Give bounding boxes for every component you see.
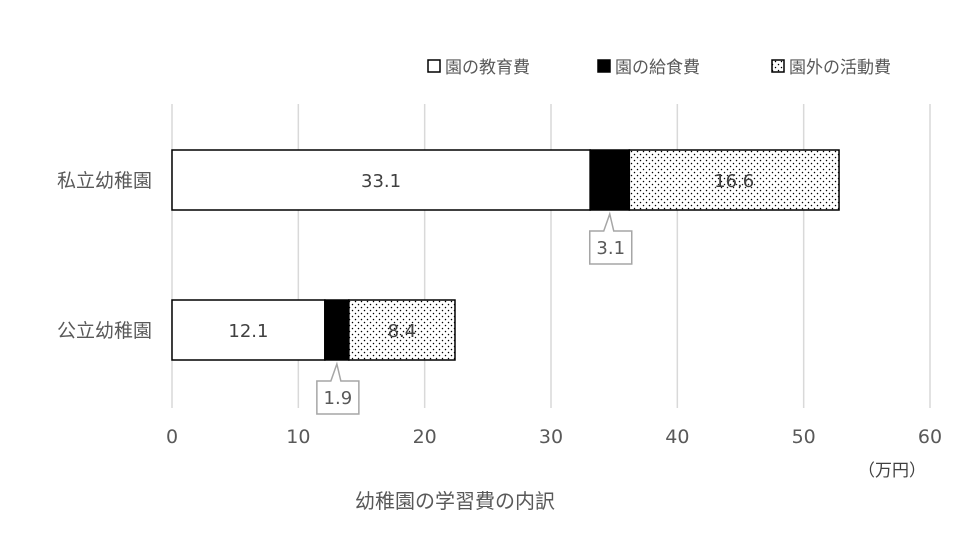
legend-label: 園の教育費 bbox=[445, 58, 530, 78]
x-tick-label: 50 bbox=[792, 426, 816, 448]
x-tick-label: 30 bbox=[539, 426, 563, 448]
data-label: 1.9 bbox=[324, 388, 353, 409]
data-label: 16.6 bbox=[714, 171, 754, 192]
bar-segment bbox=[589, 149, 631, 211]
unit-label: （万円） bbox=[858, 461, 926, 481]
x-tick-label: 10 bbox=[286, 426, 310, 448]
x-axis-title: 幼稚園の学習費の内訳 bbox=[355, 489, 555, 513]
data-callout bbox=[588, 211, 633, 265]
bar-segment bbox=[324, 299, 350, 361]
legend-swatch bbox=[597, 59, 611, 73]
data-callout bbox=[316, 361, 360, 415]
legend-label: 園外の活動費 bbox=[789, 58, 891, 78]
legend-swatch bbox=[771, 59, 785, 73]
data-label: 3.1 bbox=[596, 238, 625, 259]
x-tick-label: 0 bbox=[166, 426, 178, 448]
category-label: 私立幼稚園 bbox=[57, 170, 152, 192]
legend-layer: 園の教育費 園の給食費 園外の活動費 bbox=[427, 58, 891, 78]
bar-segment bbox=[348, 299, 456, 361]
x-tick-label: 60 bbox=[918, 426, 942, 448]
labels-layer: 33.1 3.1 16.6 12.1 1.9 8.4 bbox=[228, 171, 754, 415]
x-tick-label: 40 bbox=[665, 426, 689, 448]
x-tick-label: 20 bbox=[413, 426, 437, 448]
bar-segment bbox=[171, 299, 326, 361]
bar-segment bbox=[628, 149, 840, 211]
data-label: 12.1 bbox=[228, 321, 268, 342]
data-label: 33.1 bbox=[361, 171, 401, 192]
legend-swatch bbox=[427, 59, 441, 73]
legend-label: 園の給食費 bbox=[615, 58, 700, 78]
bar-segment bbox=[171, 149, 591, 211]
data-label: 8.4 bbox=[388, 321, 417, 342]
bars-layer bbox=[171, 149, 840, 361]
category-label: 公立幼稚園 bbox=[57, 320, 152, 342]
